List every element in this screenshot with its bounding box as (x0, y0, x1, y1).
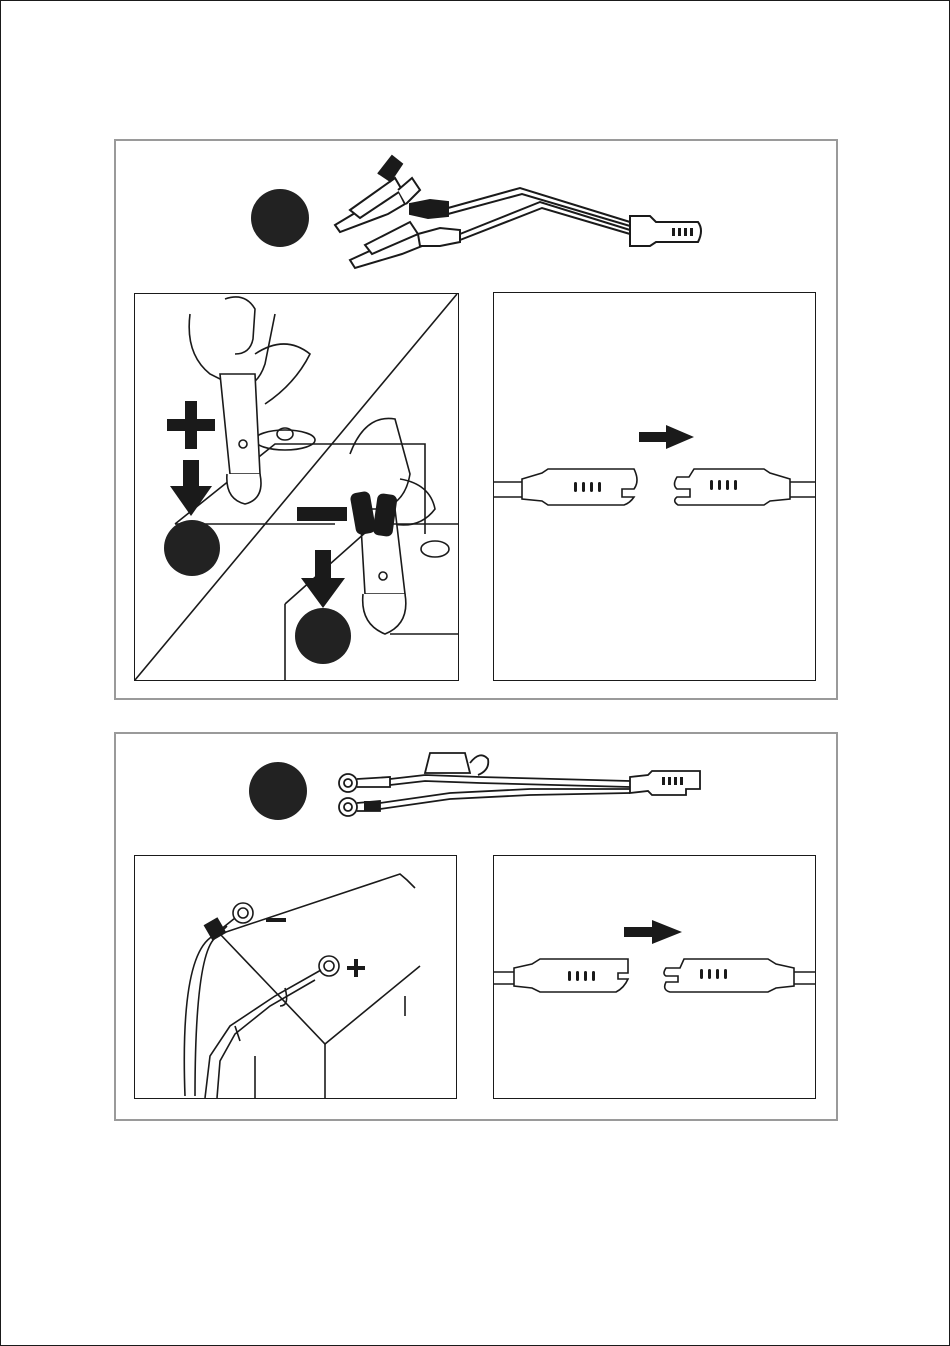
sae-connector-figure-2 (493, 855, 816, 1099)
clamp-to-battery-illustration (135, 294, 458, 680)
eyelets-on-battery-illustration (135, 856, 456, 1098)
battery-clamps-cable-icon (310, 150, 730, 280)
eyelets-on-battery-figure (134, 855, 457, 1099)
sae-connector-illustration-1 (494, 293, 815, 680)
sae-connector-figure-1 (493, 292, 816, 681)
eyelet-terminal-fused-cable-icon (330, 745, 710, 825)
step-badge-2 (249, 762, 307, 820)
clamp-to-battery-figure (134, 293, 459, 681)
step-badge-1 (251, 189, 309, 247)
sae-connector-illustration-2 (494, 856, 815, 1098)
